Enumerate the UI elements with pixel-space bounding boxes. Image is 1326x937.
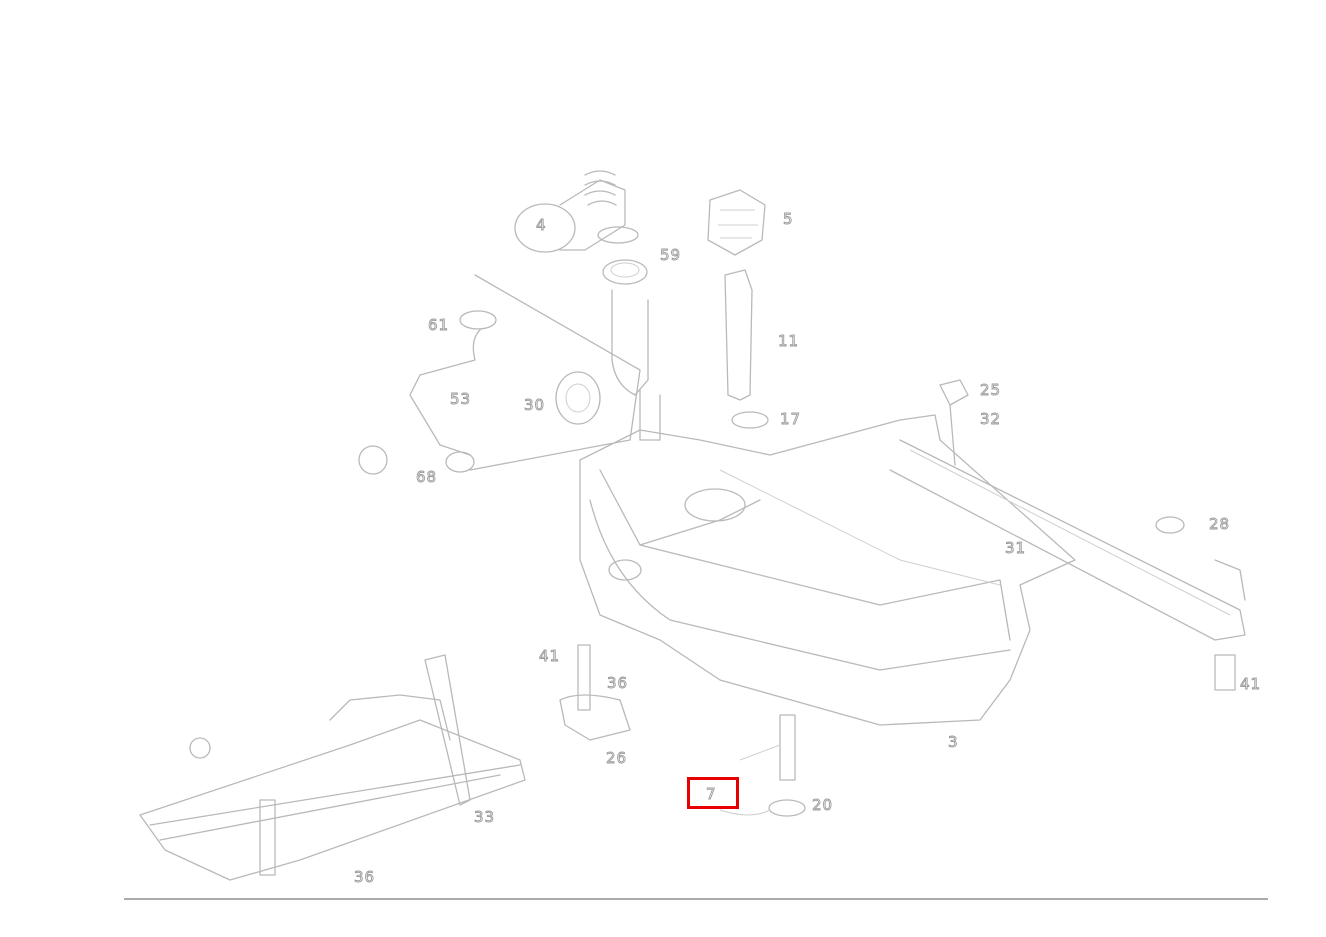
callout-5: 5: [783, 210, 794, 229]
callout-61: 61: [428, 316, 450, 335]
tank-strap: [889, 439, 1246, 641]
callout-31: 31: [1005, 539, 1027, 558]
bolt-left: [577, 644, 591, 711]
drain-washer: [768, 799, 806, 817]
strap-nut: [1214, 654, 1236, 691]
tank-band: [589, 499, 1011, 671]
filler-tube: [611, 289, 649, 396]
vent-valve: [555, 371, 601, 425]
cap-part: [514, 203, 576, 253]
callout-25: 25: [980, 381, 1002, 400]
highlight-box: [687, 777, 739, 809]
callout-68: 68: [416, 468, 438, 487]
clip-part: [358, 445, 388, 475]
callout-41: 41: [1240, 675, 1262, 694]
strap-bolt-top: [939, 379, 969, 466]
callout-3: 3: [948, 733, 959, 752]
callout-36: 36: [607, 674, 629, 693]
callout-53: 53: [450, 390, 472, 409]
seal-ring: [602, 259, 648, 285]
callout-17: 17: [780, 410, 802, 429]
o-ring: [731, 411, 769, 429]
fuel-tank: [579, 414, 1076, 726]
callout-26: 26: [606, 749, 628, 768]
callout-28: 28: [1209, 515, 1231, 534]
hose-bracket: [409, 329, 481, 456]
skid-bolt: [259, 799, 276, 876]
shield-line: [469, 274, 641, 471]
callout-7: 7: [706, 785, 717, 804]
skid-bracket: [329, 694, 451, 741]
callout-36: 36: [354, 868, 376, 887]
callout-4: 4: [536, 216, 547, 235]
sender-flange: [684, 488, 746, 522]
pump-tube: [724, 269, 753, 401]
drain-bolt: [779, 714, 796, 781]
tank-seam: [599, 469, 1011, 641]
callout-30: 30: [524, 396, 546, 415]
sender-unit: [707, 189, 766, 256]
callout-32: 32: [980, 410, 1002, 429]
callout-41: 41: [539, 647, 561, 666]
spring-coil: [584, 170, 617, 206]
washer-part: [597, 226, 639, 244]
filler-tube-lower: [639, 389, 661, 441]
callout-11: 11: [778, 332, 800, 351]
bracket-left: [559, 694, 631, 741]
callout-33: 33: [474, 808, 496, 827]
skid-post: [424, 654, 471, 806]
callout-59: 59: [660, 246, 682, 265]
skid-plate: [139, 719, 526, 881]
callout-20: 20: [812, 796, 834, 815]
filler-neck-top: [559, 179, 626, 251]
